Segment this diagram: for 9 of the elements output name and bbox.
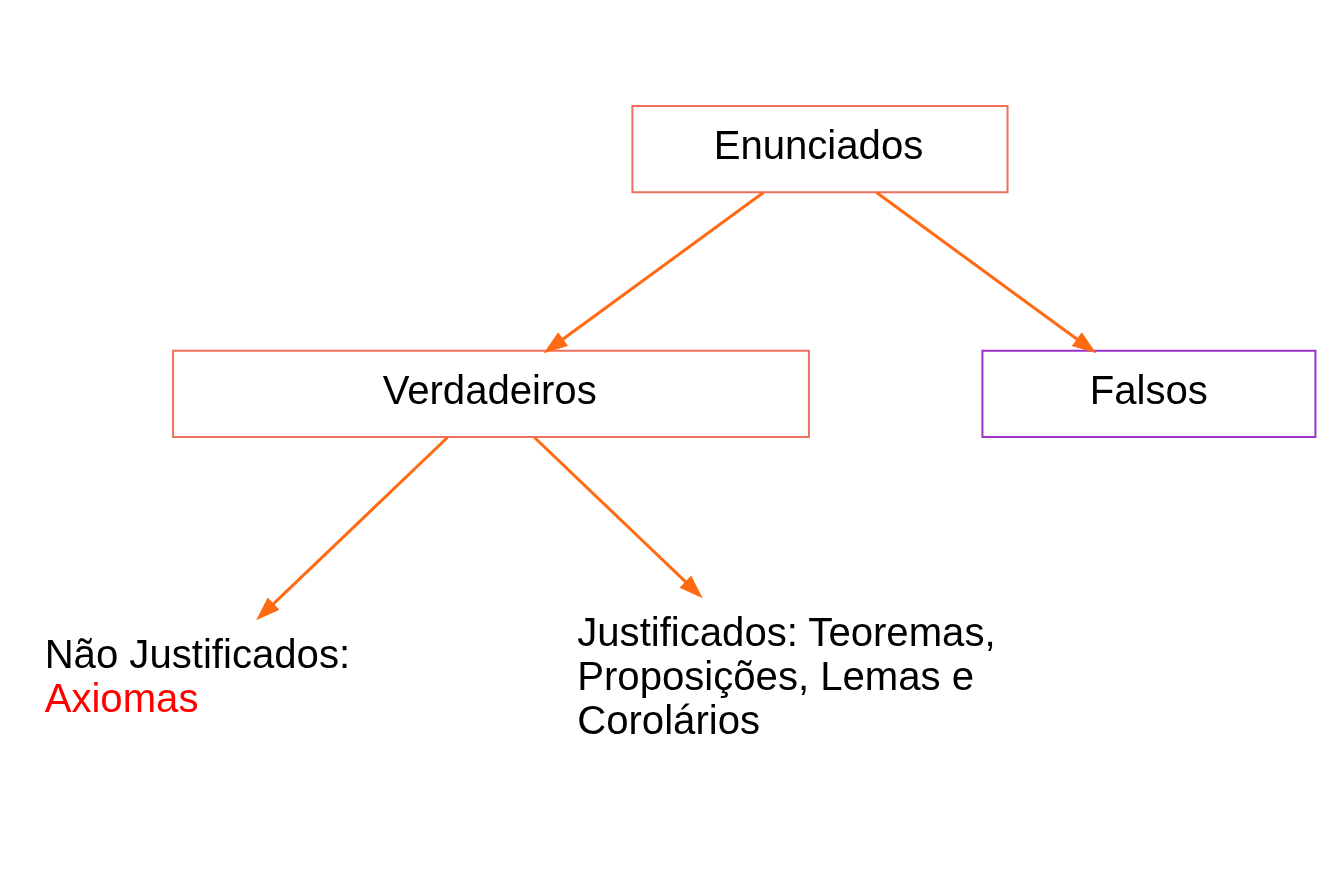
- node-box: Enunciados: [631, 104, 1009, 193]
- arrow: [533, 435, 703, 598]
- node-text: Não Justificados: Axiomas: [44, 631, 351, 720]
- node-text: Justificados: Teoremas, Proposições, Lemas e Corolários: [577, 609, 996, 742]
- arrow: [256, 435, 449, 620]
- arrow: [543, 190, 765, 353]
- node-box: Verdadeiros: [172, 349, 810, 438]
- arrow: [875, 190, 1097, 353]
- node-box: Falsos: [981, 349, 1317, 438]
